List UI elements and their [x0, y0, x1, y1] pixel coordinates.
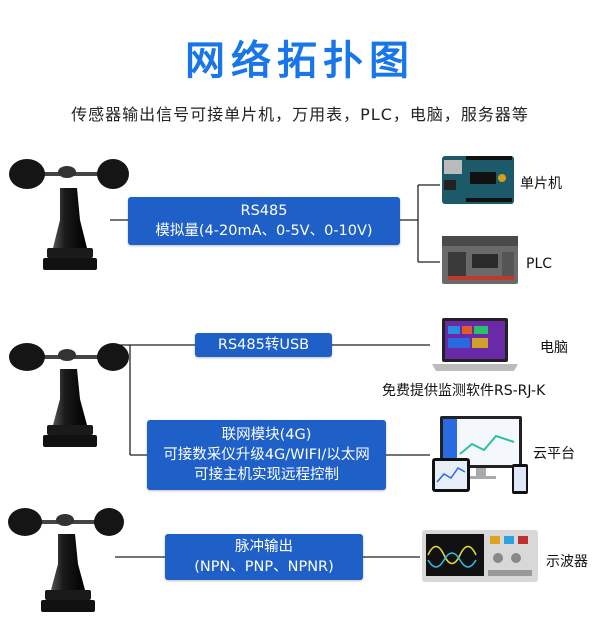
network-module-line: 联网模块(4G)	[221, 427, 312, 443]
rs485-usb-box: RS485转USB	[195, 333, 332, 357]
anemometer-icon	[9, 159, 129, 270]
page-title: 网络拓扑图	[185, 38, 415, 84]
oscilloscope-label: 示波器	[546, 554, 588, 570]
plc-label: PLC	[526, 256, 553, 272]
page-subtitle: 传感器输出信号可接单片机，万用表，PLC，电脑，服务器等	[71, 105, 529, 124]
cloud-label: 云平台	[533, 446, 575, 462]
cloud-platform-devices-icon	[432, 416, 528, 494]
pulse-type-label: (NPN、PNP、NPNR)	[194, 559, 334, 575]
mcu-label: 单片机	[520, 176, 562, 192]
anemometer-icon	[8, 508, 124, 612]
plc-icon	[442, 236, 518, 284]
laptop-icon	[432, 318, 518, 371]
rs485-label: RS485	[240, 203, 288, 219]
anemometer-icon	[9, 343, 129, 447]
computer-label: 电脑	[540, 340, 568, 356]
oscilloscope-icon	[422, 530, 538, 582]
network-module-line: 可接数采仪升级4G/WIFI/以太网	[163, 447, 370, 463]
rs485-analog-box: RS485 模拟量(4-20mA、0-5V、0-10V)	[128, 197, 400, 245]
analog-label: 模拟量(4-20mA、0-5V、0-10V)	[155, 223, 373, 239]
software-note: 免费提供监测软件RS-RJ-K	[382, 383, 546, 399]
network-module-line: 可接主机实现远程控制	[194, 467, 339, 483]
rs485-usb-label: RS485转USB	[217, 337, 310, 353]
mcu-board-icon	[442, 156, 514, 204]
network-module-box: 联网模块(4G) 可接数采仪升级4G/WIFI/以太网 可接主机实现远程控制	[147, 420, 386, 490]
pulse-output-box: 脉冲输出 (NPN、PNP、NPNR)	[165, 534, 363, 580]
pulse-output-label: 脉冲输出	[235, 539, 293, 555]
